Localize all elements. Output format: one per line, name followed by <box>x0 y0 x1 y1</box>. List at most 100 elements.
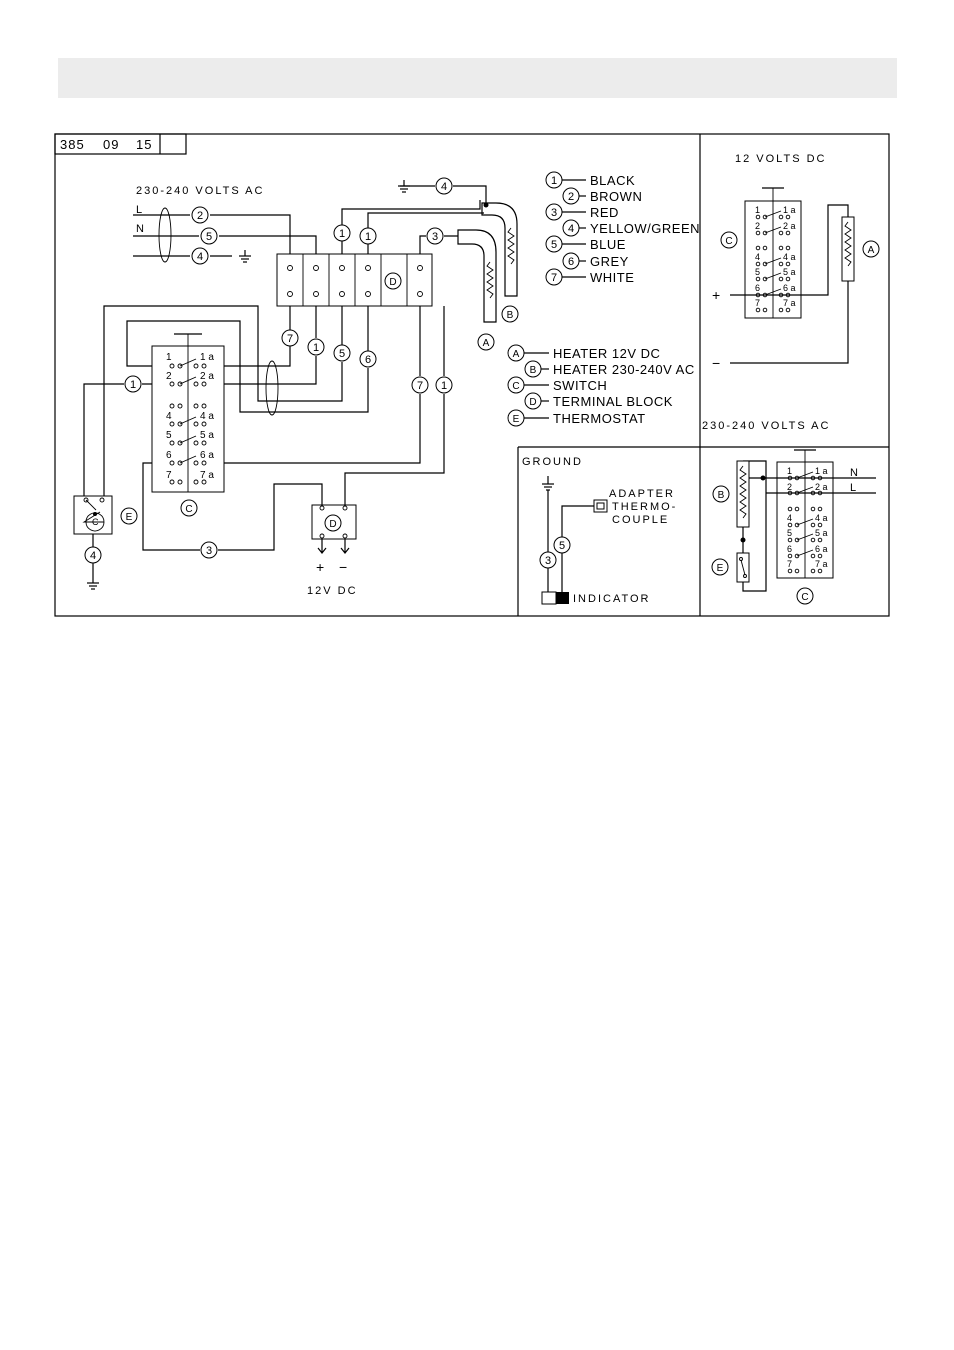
ground-label: GROUND <box>522 456 583 468</box>
adapter-label: COUPLE <box>612 514 669 526</box>
svg-text:1: 1 <box>365 231 371 243</box>
component-legend-item: B HEATER 230-240V AC <box>524 360 695 378</box>
component-marker: D <box>324 514 342 532</box>
svg-text:TERMINAL BLOCK: TERMINAL BLOCK <box>553 394 673 409</box>
svg-text:6: 6 <box>365 354 371 366</box>
svg-text:6 a: 6 a <box>815 544 828 554</box>
component-marker: D <box>384 272 402 290</box>
svg-text:A: A <box>483 338 490 349</box>
svg-text:C: C <box>725 236 732 247</box>
svg-text:B: B <box>530 365 537 376</box>
ac-panel-l-label: L <box>850 482 856 494</box>
svg-text:5: 5 <box>551 239 557 251</box>
svg-text:6 a: 6 a <box>783 283 796 293</box>
svg-text:5: 5 <box>559 540 565 552</box>
header-bar <box>58 58 897 98</box>
adapter-label: ADAPTER <box>609 488 675 500</box>
svg-text:D: D <box>529 397 536 408</box>
wire-marker: 4 <box>191 247 209 265</box>
component-markers: D B A C E D <box>120 272 519 532</box>
terminal-block <box>276 253 433 307</box>
switch-pin-label: 4 a <box>200 411 214 422</box>
ground-symbol <box>398 180 410 193</box>
svg-text:D: D <box>389 277 396 288</box>
svg-text:3: 3 <box>551 207 557 219</box>
switch-main: 1 1 a 2 2 a 4 4 a 5 5 a 6 6 a 7 7 a <box>151 333 225 493</box>
svg-text:4 a: 4 a <box>783 252 796 262</box>
svg-text:7: 7 <box>755 298 760 308</box>
wire-marker: 7 <box>411 376 429 394</box>
line-n-label: N <box>136 223 144 235</box>
svg-text:HEATER 12V DC: HEATER 12V DC <box>553 346 660 361</box>
svg-text:THERMOSTAT: THERMOSTAT <box>553 411 646 426</box>
dc-plus-label: + <box>316 559 324 575</box>
svg-text:5: 5 <box>339 348 345 360</box>
heater-a <box>457 229 497 323</box>
svg-text:BLUE: BLUE <box>590 237 626 252</box>
wire-marker: 3 <box>426 227 444 245</box>
dc-label: 12V DC <box>307 585 358 597</box>
svg-text:4: 4 <box>197 251 203 263</box>
mains-wires <box>133 207 317 263</box>
switch-pin-label: 7 <box>166 470 172 481</box>
dc-terminal-block: + − 12V DC <box>307 504 358 597</box>
svg-text:3: 3 <box>545 555 551 567</box>
wire-marker: 1 <box>333 224 351 242</box>
svg-text:B: B <box>718 490 725 501</box>
dc-minus-label: − <box>339 559 347 575</box>
svg-text:1: 1 <box>313 342 319 354</box>
svg-text:C: C <box>185 504 192 515</box>
switch-pin-label: 1 a <box>200 352 214 363</box>
svg-text:HEATER 230-240V AC: HEATER 230-240V AC <box>553 362 695 377</box>
component-marker: A <box>862 240 880 258</box>
svg-text:4: 4 <box>90 550 96 562</box>
dc-panel-title: 12 VOLTS DC <box>735 153 827 165</box>
thermostat-letter: C <box>92 517 99 527</box>
component-marker: C <box>180 499 198 517</box>
svg-text:3: 3 <box>432 231 438 243</box>
wire-marker: 1 <box>359 227 377 245</box>
wire-marker: 1 <box>307 338 325 356</box>
wire-marker: 5 <box>200 227 218 245</box>
thermostat: C <box>73 495 113 590</box>
dc-panel-minus: − <box>712 355 720 371</box>
wire-marker: 4 <box>435 177 453 195</box>
dc-wire <box>142 462 323 551</box>
svg-text:5 a: 5 a <box>783 267 796 277</box>
svg-text:D: D <box>329 519 336 530</box>
line-l-label: L <box>136 204 142 216</box>
svg-text:E: E <box>126 512 133 523</box>
svg-text:C: C <box>512 381 519 392</box>
ground-symbol <box>239 250 251 263</box>
wire-marker: 6 <box>359 350 377 368</box>
diagram-code-1: 385 <box>60 137 85 152</box>
switch-pin-label: 2 <box>166 371 172 382</box>
wire-marker: 7 <box>281 329 299 347</box>
svg-text:5: 5 <box>755 267 760 277</box>
component-marker: E <box>120 507 138 525</box>
svg-text:6: 6 <box>755 283 760 293</box>
wire-markers: 2 5 4 4 1 1 3 7 1 5 6 7 1 1 3 4 <box>84 177 453 564</box>
switch-pin-label: 1 <box>166 352 172 363</box>
svg-text:1: 1 <box>441 380 447 392</box>
svg-text:BROWN: BROWN <box>590 189 642 204</box>
component-marker: A <box>477 333 495 351</box>
ac-panel-n-label: N <box>850 467 858 479</box>
svg-text:1: 1 <box>787 466 792 476</box>
svg-text:4: 4 <box>787 513 792 523</box>
svg-text:7 a: 7 a <box>783 298 796 308</box>
wire-legend-item: 5 BLUE <box>545 235 626 253</box>
switch-pin-label: 4 <box>166 411 172 422</box>
switch-pin-label: 7 a <box>200 470 214 481</box>
diagram-code-3: 15 <box>136 137 152 152</box>
